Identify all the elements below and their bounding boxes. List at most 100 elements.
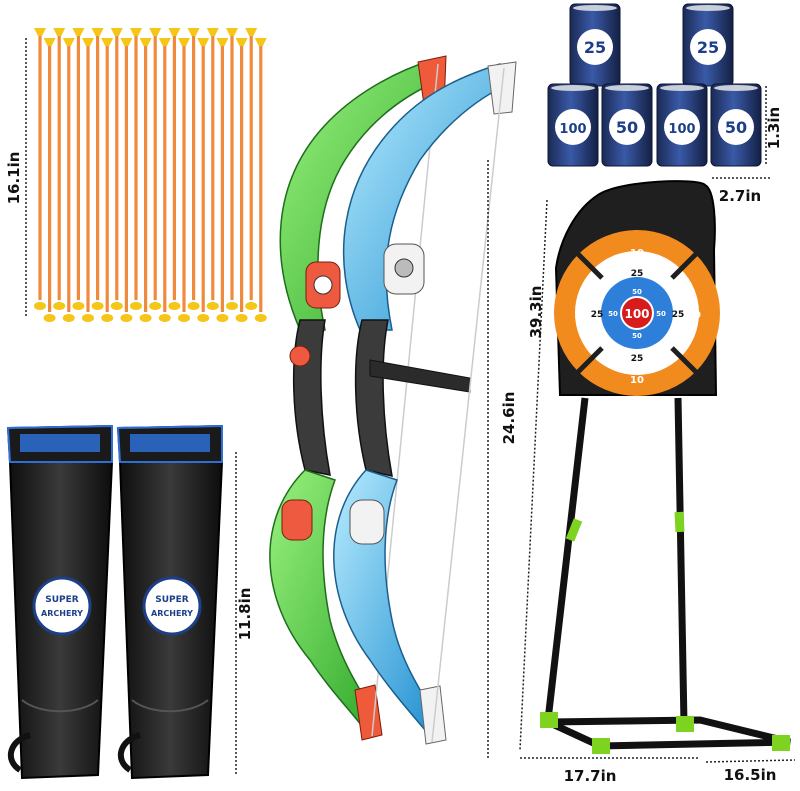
can-dimensions: 1.3in 2.7in xyxy=(712,86,783,205)
arrow-tip xyxy=(130,28,142,36)
can-score-circle xyxy=(664,109,700,145)
arrow-shaft xyxy=(249,30,253,300)
arrow-tip xyxy=(120,38,133,46)
arrow-suction-cup xyxy=(53,302,66,310)
arrow-suction-cup xyxy=(178,314,190,322)
can-score-circle xyxy=(577,29,613,65)
target-outer-label-top: 10 xyxy=(630,248,644,259)
target-inner-label-top: 50 xyxy=(632,288,642,296)
arrow-tip xyxy=(197,38,210,46)
arrow-tip xyxy=(216,38,229,46)
quiver-height-dimension: 11.8in xyxy=(235,452,254,775)
arrow-tip xyxy=(178,38,190,46)
can-score-label: 50 xyxy=(616,118,638,137)
arrow-suction-cup xyxy=(72,302,85,310)
arrow-tip xyxy=(34,28,46,36)
arrow-suction-cup xyxy=(91,302,104,310)
can-score-label: 100 xyxy=(559,122,586,137)
can-lid xyxy=(573,5,617,11)
arrow-suction-cup xyxy=(216,314,229,322)
arrow-suction-cup xyxy=(245,302,258,310)
arrow-tip xyxy=(139,38,152,46)
arrow-shaft xyxy=(172,30,176,300)
arrow-suction-cup xyxy=(254,314,267,322)
arrow-tip xyxy=(226,28,238,36)
green-bow xyxy=(269,55,447,741)
blue-bow xyxy=(333,61,517,745)
target-height-label: 39.3in xyxy=(527,286,545,339)
can-score-label: 50 xyxy=(725,118,747,137)
quiver-right-badge-line2: ARCHERY xyxy=(151,609,193,618)
arrow-tip xyxy=(53,28,66,36)
arrow-shaft xyxy=(192,30,196,300)
target-bullseye-label: 100 xyxy=(624,307,649,321)
arrow-shaft xyxy=(67,40,71,312)
arrow-shaft xyxy=(259,40,263,312)
can-score-label: 25 xyxy=(584,38,606,57)
arrow-suction-cup xyxy=(120,314,133,322)
arrow-suction-cup xyxy=(110,302,123,310)
can-score-circle xyxy=(609,109,645,145)
can-lid xyxy=(551,85,595,91)
arrow-length-label: 16.1in xyxy=(5,152,23,205)
target-inner-label-bottom: 50 xyxy=(632,332,642,340)
arrow-tip xyxy=(110,28,123,36)
arrow-suction-cup xyxy=(43,314,56,322)
target-outer-label-right: 10 xyxy=(687,310,701,321)
target-board: 100 10 10 10 10 25 25 25 25 50 50 50 50 xyxy=(554,180,720,396)
arrow-tip xyxy=(149,28,162,36)
foam-arrows-group xyxy=(34,28,267,322)
arrow-shaft xyxy=(115,30,119,300)
target-bullseye xyxy=(620,296,654,330)
arrow-shaft xyxy=(220,40,224,312)
arrow-suction-cup xyxy=(34,302,46,310)
can-lid xyxy=(605,85,649,91)
arrow-shaft xyxy=(86,40,90,312)
can-lid xyxy=(686,5,730,11)
arrow-shaft xyxy=(182,40,186,312)
cans-group: 25 25 100 50 100 50 xyxy=(547,3,762,167)
arrow-length-dimension: 16.1in xyxy=(5,38,27,316)
stand-width-label: 17.7in xyxy=(564,767,617,785)
arrow-shaft xyxy=(105,40,109,312)
arrow-shaft xyxy=(211,30,215,300)
arrow-suction-cup xyxy=(168,302,181,310)
arrow-suction-cup xyxy=(206,302,219,310)
arrow-tip xyxy=(82,38,94,46)
arrow-shaft xyxy=(134,30,138,300)
bow-height-dimension: 24.6in xyxy=(487,160,518,760)
arrow-shaft xyxy=(230,30,234,300)
stand-depth-label: 16.5in xyxy=(724,766,777,784)
can-score-label: 25 xyxy=(697,38,719,57)
arrow-shaft xyxy=(48,40,52,312)
can-width-label: 2.7in xyxy=(719,187,761,205)
arrow-suction-cup xyxy=(62,314,75,322)
arrow-tip xyxy=(168,28,181,36)
arrow-suction-cup xyxy=(82,314,94,322)
target-mid-label-top: 25 xyxy=(631,269,644,279)
target-inner-label-right: 50 xyxy=(656,310,666,318)
arrow-tip xyxy=(91,28,104,36)
arrow-shaft xyxy=(201,40,205,312)
arrow-tip xyxy=(245,28,258,36)
target-mid-label-left: 25 xyxy=(591,310,604,320)
arrow-tip xyxy=(72,28,85,36)
arrow-shaft xyxy=(38,30,42,300)
can-score-label: 100 xyxy=(668,122,695,137)
arrow-shaft xyxy=(240,40,244,312)
target-dimensions: 39.3in 17.7in 16.5in xyxy=(519,199,796,785)
target-inner-label-left: 50 xyxy=(608,310,618,318)
arrow-shaft xyxy=(163,40,167,312)
can-score-circle xyxy=(718,109,754,145)
can-height-label: 1.3in xyxy=(765,107,783,149)
bow-height-label: 24.6in xyxy=(500,392,518,445)
arrow-tip xyxy=(62,38,75,46)
arrow-shaft xyxy=(153,30,157,300)
arrow-shaft xyxy=(124,40,128,312)
arrow-shaft xyxy=(76,30,80,300)
arrow-suction-cup xyxy=(130,302,142,310)
arrow-suction-cup xyxy=(187,302,200,310)
arrow-suction-cup xyxy=(197,314,210,322)
quiver-left: SUPER ARCHERY xyxy=(6,424,113,780)
target-outer-label-left: 10 xyxy=(574,310,588,321)
